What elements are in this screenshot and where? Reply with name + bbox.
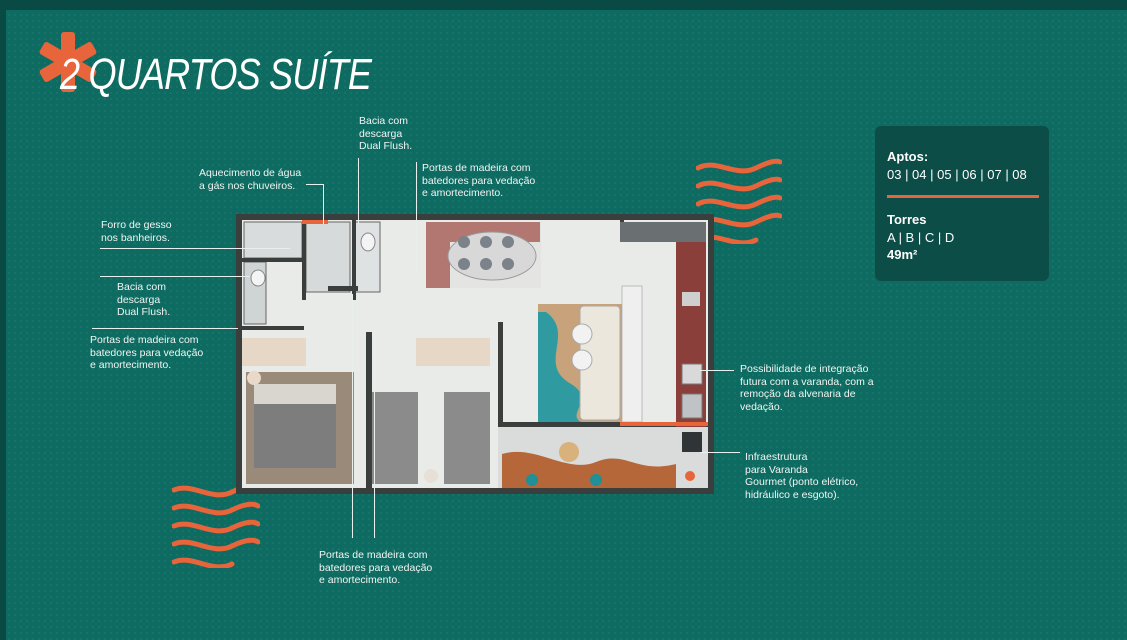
leader-line-forro	[100, 248, 290, 249]
leader-line-integracao	[700, 370, 734, 371]
leader-line-aquecimento-v	[323, 184, 324, 224]
asterisk-icon	[39, 32, 97, 92]
waves-bottom-left	[172, 484, 260, 568]
page-title: 2 QUARTOS SUÍTE	[60, 50, 372, 99]
left-border	[0, 0, 6, 640]
note-forro: Forro de gesso nos banheiros.	[101, 219, 172, 244]
leader-line-portas-top	[416, 162, 417, 272]
floor-plan	[236, 214, 714, 494]
note-infraestrutura: Infraestrutura para Varanda Gourmet (pon…	[745, 451, 859, 501]
leader-line-infra	[700, 452, 740, 453]
top-border	[0, 0, 1127, 10]
leader-line-bacia-top	[358, 158, 359, 224]
note-portas-left: Portas de madeira com batedores para ved…	[90, 334, 204, 371]
leader-line-aquecimento-h	[306, 184, 324, 185]
note-bacia-top: Bacia com descarga Dual Flush.	[359, 115, 413, 152]
note-integracao: Possibilidade de integração futura com a…	[740, 363, 874, 413]
leader-line-bacia-left	[100, 276, 250, 277]
note-bacia-left: Bacia com descarga Dual Flush.	[117, 281, 171, 318]
info-divider	[887, 195, 1039, 198]
aptos-value: 03 | 04 | 05 | 06 | 07 | 08	[887, 167, 1027, 182]
note-portas-top: Portas de madeira com batedores para ved…	[422, 162, 536, 199]
note-portas-bottom: Portas de madeira com batedores para ved…	[319, 549, 433, 586]
waves-top-right	[696, 158, 782, 244]
info-panel: Aptos: 03 | 04 | 05 | 06 | 07 | 08 Torre…	[875, 126, 1049, 281]
torres-value: A | B | C | D	[887, 230, 955, 245]
torres-label: Torres	[887, 212, 927, 227]
leader-line-portas-bottom-1	[352, 294, 353, 538]
leader-line-portas-bottom-2	[374, 330, 375, 538]
note-aquecimento: Aquecimento de água a gás nos chuveiros.	[199, 167, 302, 192]
aptos-label: Aptos:	[887, 149, 929, 164]
area-value: 49m²	[887, 247, 918, 262]
leader-line-portas-left	[92, 328, 238, 329]
